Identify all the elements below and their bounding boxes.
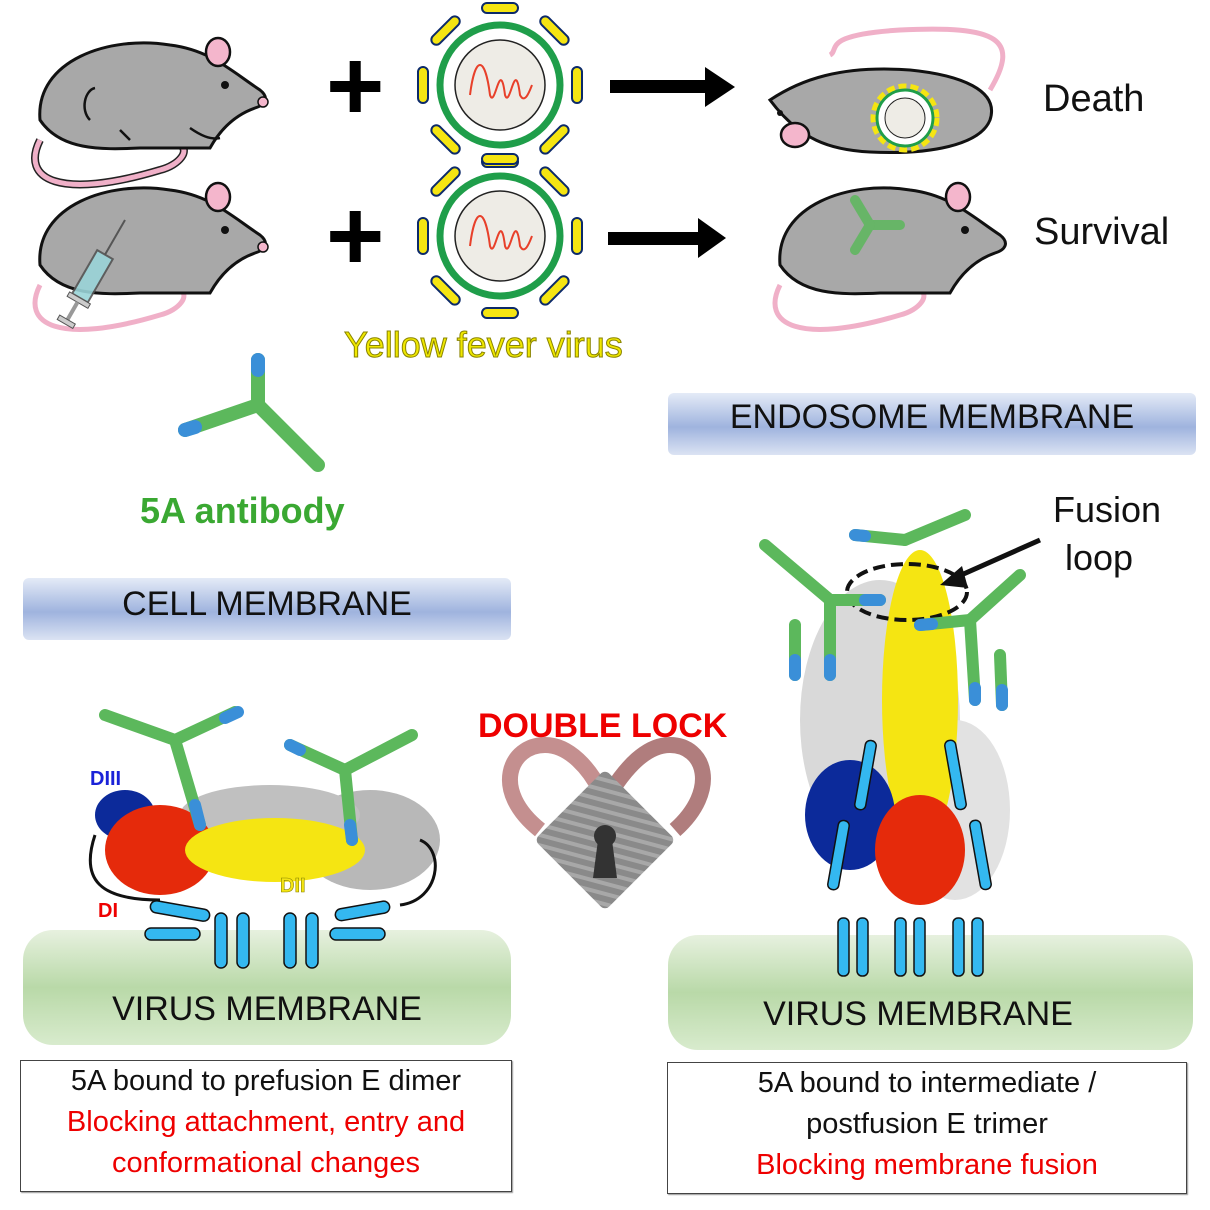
virus-particle-icon — [417, 2, 583, 168]
cell-membrane-label: CELL MEMBRANE — [122, 585, 412, 623]
antibody-5a-icon — [178, 353, 325, 472]
outcome-death-label: Death — [1043, 78, 1145, 120]
e-protein-dimer — [88, 785, 440, 907]
virus-membrane-left-label: VIRUS MEMBRANE — [112, 990, 422, 1028]
fusion-loop-label-line1: Fusion — [1053, 489, 1162, 530]
caption-trimer-line3: Blocking membrane fusion — [756, 1149, 1098, 1181]
mouse-survived — [772, 181, 1007, 332]
endosome-membrane — [668, 393, 1196, 455]
domain-ii-label: DII — [280, 875, 306, 898]
endosome-membrane-label: ENDOSOME MEMBRANE — [729, 398, 1135, 436]
caption-dimer-line2: Blocking attachment, entry and — [66, 1106, 466, 1138]
virus-label: Yellow fever virus — [344, 324, 624, 366]
antibody-icon — [850, 195, 905, 255]
mouse-untreated — [31, 36, 269, 189]
antibodies-bound-dimer — [99, 706, 418, 846]
virus-membrane-left — [23, 930, 511, 1045]
virus-membrane-right-label: VIRUS MEMBRANE — [763, 995, 1073, 1033]
fusion-loop-highlight — [845, 562, 969, 622]
arrow-right-icon — [608, 218, 726, 258]
syringe-icon — [56, 219, 126, 330]
caption-trimer-line2: postfusion E trimer — [806, 1108, 1048, 1140]
domain-iii-label: DIII — [90, 768, 122, 790]
antibody-label: 5A antibody — [140, 490, 345, 531]
antibodies-bound-trimer — [759, 509, 1026, 711]
plus-icon: + — [326, 180, 384, 292]
caption-box-dimer: 5A bound to prefusion E dimer Blocking a… — [20, 1060, 512, 1192]
caption-dimer-line1: 5A bound to prefusion E dimer — [70, 1065, 462, 1097]
domain-i-label: DI — [98, 900, 118, 922]
plus-icon: + — [326, 30, 384, 142]
outcome-survival-label: Survival — [1034, 211, 1170, 253]
mouse-dead — [767, 26, 1006, 154]
fusion-loop-label-line2: loop — [1065, 537, 1134, 578]
caption-trimer-line1: 5A bound to intermediate / — [757, 1067, 1097, 1099]
double-padlock-icon — [502, 736, 711, 909]
virus-membrane-right — [668, 935, 1193, 1050]
helix-transmembrane-icon — [827, 739, 992, 977]
caption-box-trimer: 5A bound to intermediate / postfusion E … — [667, 1062, 1187, 1194]
cell-membrane — [23, 578, 511, 640]
arrow-right-icon — [610, 67, 735, 107]
helix-transmembrane-icon — [144, 900, 391, 969]
caption-dimer-line3: conformational changes — [112, 1147, 420, 1179]
virus-particle-icon — [417, 153, 583, 319]
double-lock-title: DOUBLE LOCK — [478, 707, 728, 745]
mouse-treated — [32, 181, 269, 332]
